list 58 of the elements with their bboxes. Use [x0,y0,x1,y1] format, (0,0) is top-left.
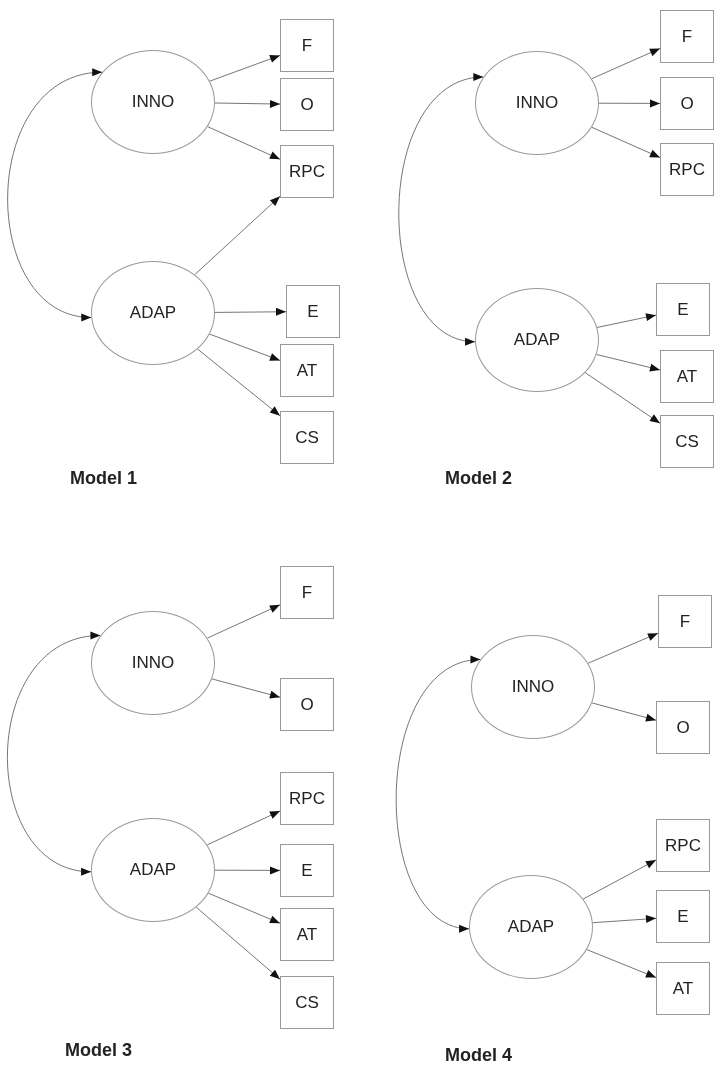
node-label: F [679,611,691,632]
node-label: INNO [131,92,175,112]
model-caption: Model 1 [70,468,137,489]
indicator-box [660,415,714,468]
indicator-box [280,976,334,1029]
node-label: ADAP [507,917,555,937]
node-label: CS [295,427,319,448]
node-label: F [301,35,313,56]
model-caption: Model 3 [65,1040,132,1061]
indicator-box [280,78,334,131]
node-label: INNO [515,93,559,113]
node-label: AT [296,924,318,945]
indicator-box [656,283,710,336]
indicator-box [280,344,334,397]
node-label: AT [296,360,318,381]
node-label: O [676,717,690,738]
indicator-box [656,962,710,1015]
node-label: E [301,860,313,881]
node-label: ADAP [129,860,177,880]
indicator-box [660,143,714,196]
indicator-box [280,145,334,198]
node-label: O [300,694,314,715]
node-label: INNO [131,653,175,673]
node-label: O [680,93,694,114]
node-label: RPC [665,835,701,856]
model-caption: Model 2 [445,468,512,489]
indicator-box [660,10,714,63]
indicator-box [280,19,334,72]
indicator-box [660,77,714,130]
node-label: CS [675,431,699,452]
indicator-box [286,285,340,338]
node-label: CS [295,992,319,1013]
node-label: F [301,582,313,603]
indicator-box [656,890,710,943]
indicator-box [280,678,334,731]
node-label: ADAP [513,330,561,350]
node-label: E [677,906,689,927]
node-label: INNO [511,677,555,697]
indicator-box [656,819,710,872]
node-label: RPC [289,788,325,809]
node-label: E [677,299,689,320]
node-label: E [307,301,319,322]
node-label: ADAP [129,303,177,323]
node-label: RPC [289,161,325,182]
indicator-box [280,566,334,619]
indicator-box [280,772,334,825]
model-caption: Model 4 [445,1045,512,1066]
indicator-box [660,350,714,403]
node-label: AT [676,366,698,387]
indicator-box [280,844,334,897]
indicator-box [280,411,334,464]
node-label: RPC [669,159,705,180]
node-label: O [300,94,314,115]
node-label: F [681,26,693,47]
indicator-box [280,908,334,961]
node-label: AT [672,978,694,999]
indicator-box [656,701,710,754]
indicator-box [658,595,712,648]
